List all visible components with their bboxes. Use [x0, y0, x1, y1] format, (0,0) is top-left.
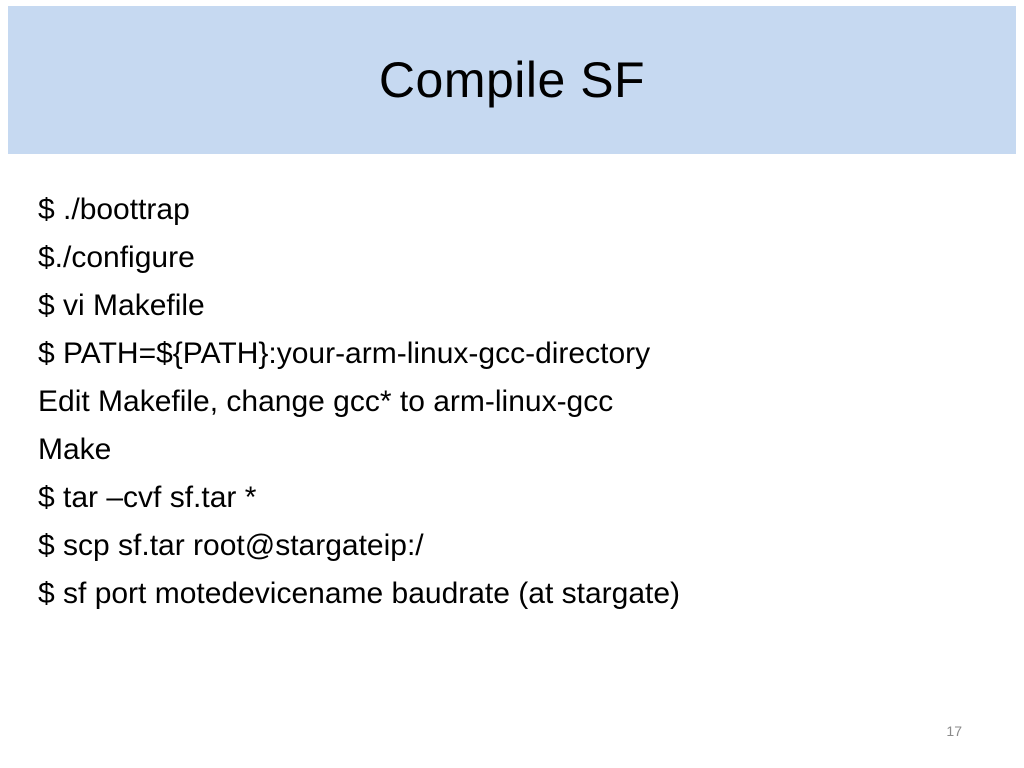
command-line: $ tar –cvf sf.tar * [38, 481, 257, 514]
command-line: $ vi Makefile [38, 289, 205, 322]
command-line: Make [38, 433, 112, 466]
command-line: $ ./boottrap [38, 193, 190, 226]
command-line: $ PATH=${PATH}:your-arm-linux-gcc-direct… [38, 337, 651, 370]
command-line: $ scp sf.tar root@stargateip:/ [38, 529, 424, 562]
slide-body: $ ./boottrap $./configure $ vi Makefile … [38, 186, 988, 618]
command-line: Edit Makefile, change gcc* to arm-linux-… [38, 385, 614, 418]
slide-title: Compile SF [378, 52, 646, 108]
command-line: $./configure [38, 241, 195, 274]
page-number: 17 [946, 723, 962, 739]
command-line: $ sf port motedevicename baudrate (at st… [38, 577, 681, 610]
title-band: Compile SF [8, 6, 1016, 154]
